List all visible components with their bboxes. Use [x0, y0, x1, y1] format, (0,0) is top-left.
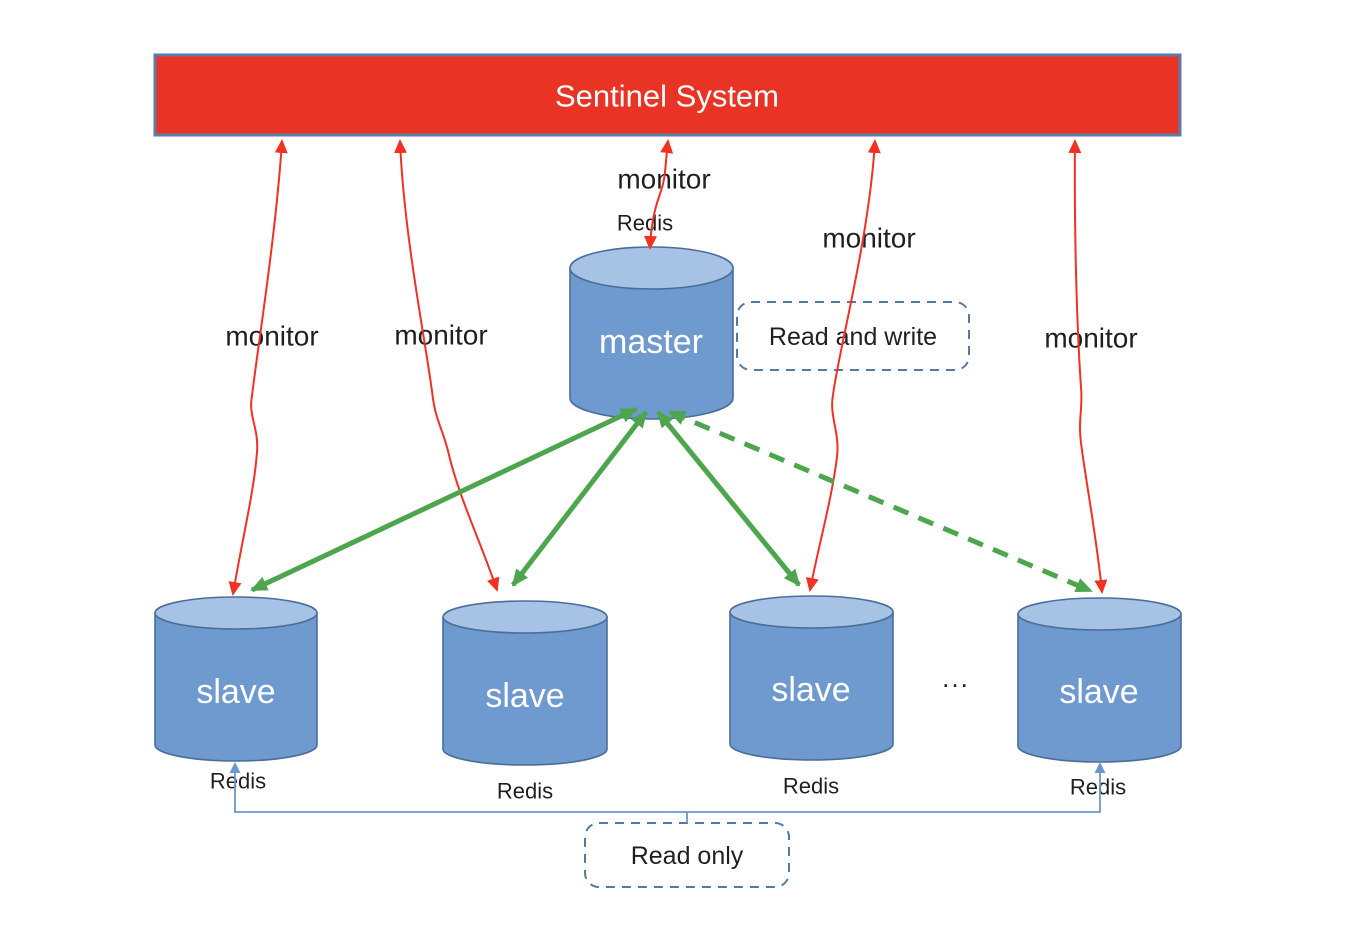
read-write-box: Read and write — [736, 301, 970, 371]
slave-1-label: slave — [196, 673, 275, 711]
read-write-label: Read and write — [769, 323, 937, 351]
read-only-box: Read only — [584, 822, 790, 888]
redis-label-slave-1: Redis — [210, 769, 266, 794]
master-cylinder: master — [569, 246, 734, 420]
slave-4-label: slave — [1059, 673, 1138, 711]
slave-1-cylinder-body — [154, 612, 318, 762]
slave-1-cylinder-top — [154, 596, 318, 630]
redis-label-master: Redis — [617, 211, 673, 236]
ellipsis-label: ... — [942, 663, 970, 693]
slave-2-label: slave — [485, 677, 564, 715]
slave-4-cylinder: slave — [1017, 597, 1182, 763]
master-label: master — [599, 323, 703, 361]
read-only-connector — [229, 762, 1106, 823]
slave-3-label: slave — [771, 671, 850, 709]
slave-1-cylinder: slave — [154, 596, 318, 762]
slave-3-cylinder: slave — [729, 595, 894, 761]
sentinel-system-banner: Sentinel System — [153, 53, 1182, 137]
monitor-label-4: monitor — [822, 223, 915, 254]
red-arrow-sentinel-slave3 — [805, 139, 881, 592]
slave-3-cylinder-body — [729, 611, 894, 761]
read-only-label: Read only — [631, 842, 744, 870]
redis-label-slave-4: Redis — [1070, 775, 1126, 800]
sentinel-system-title: Sentinel System — [555, 79, 779, 114]
slave-4-cylinder-top — [1017, 597, 1182, 631]
red-arrow-sentinel-slave4 — [1068, 139, 1108, 594]
slave-2-cylinder-top — [442, 600, 608, 634]
red-arrow-sentinel-slave2 — [394, 139, 500, 592]
green-dashed-arrow-master-slave4 — [668, 409, 1093, 594]
master-cylinder-body — [569, 267, 734, 420]
monitor-label-5: monitor — [1044, 323, 1137, 354]
red-arrow-sentinel-master — [644, 139, 674, 250]
slave-3-cylinder-top — [729, 595, 894, 629]
green-arrow-master-slave2 — [511, 410, 648, 587]
slave-2-cylinder: slave — [442, 600, 608, 766]
monitor-label-2: monitor — [394, 320, 487, 351]
red-arrow-sentinel-slave1 — [228, 139, 288, 596]
redis-label-slave-3: Redis — [783, 774, 839, 799]
redis-label-slave-2: Redis — [497, 779, 553, 804]
monitor-label-1: monitor — [225, 321, 318, 352]
slave-4-cylinder-body — [1017, 613, 1182, 763]
master-cylinder-top — [569, 246, 734, 290]
